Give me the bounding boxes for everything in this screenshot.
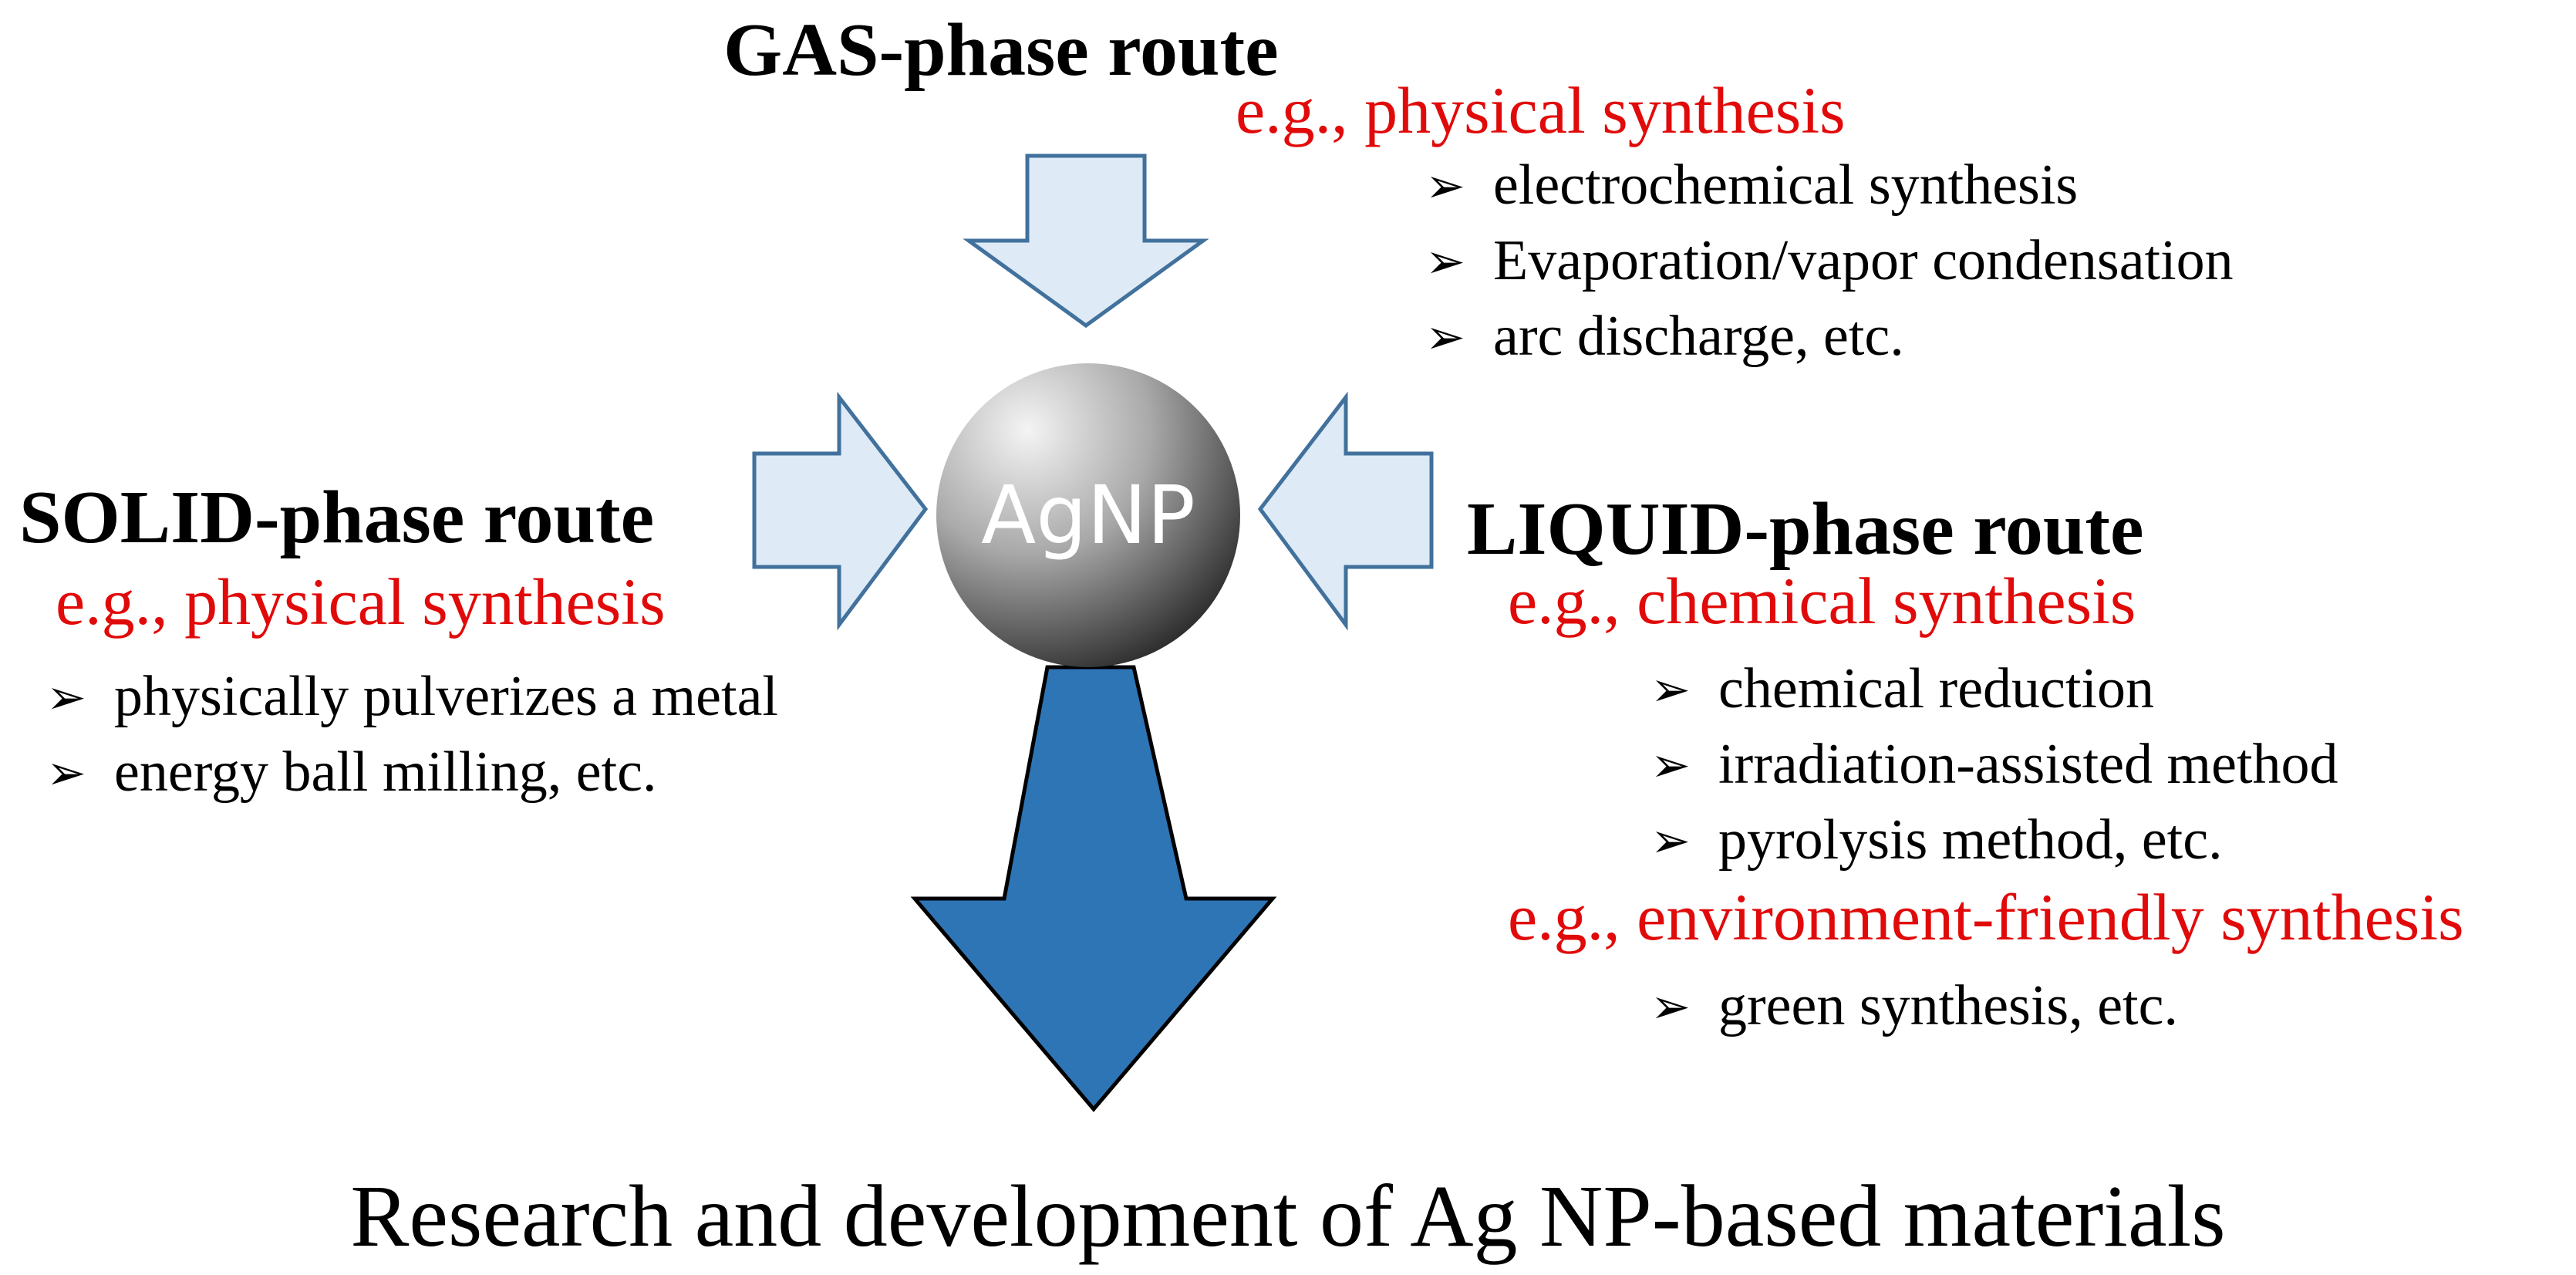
bullet-icon: ➢ [1650,661,1691,717]
bullet-icon: ➢ [46,669,86,725]
bottom-caption: Research and development of Ag NP-based … [350,1167,2225,1265]
bullet-icon: ➢ [1650,812,1691,869]
agnp-sphere [936,363,1240,667]
solid-input-arrow [752,391,929,631]
gas-input-arrow [963,153,1209,329]
gas-route-example: e.g., physical synthesis [1236,73,1846,147]
output-arrow [910,665,1277,1112]
gas-route-item: arc discharge, etc. [1493,305,1904,368]
liquid-route: LIQUID-phase route e.g., chemical synthe… [1467,487,2464,1037]
solid-route-example: e.g., physical synthesis [56,565,666,639]
bullet-icon: ➢ [1650,978,1691,1034]
liquid-input-arrow [1257,391,1434,631]
bullet-icon: ➢ [1425,233,1465,289]
bullet-icon: ➢ [1650,737,1691,793]
bullet-icon: ➢ [1425,157,1465,214]
liquid-route-item: irradiation-assisted method [1718,733,2338,796]
bullet-icon: ➢ [46,744,86,801]
liquid-route-example-chemical: e.g., chemical synthesis [1508,564,2136,638]
solid-route-item: physically pulverizes a metal [114,665,778,728]
gas-route-item: electrochemical synthesis [1493,153,2078,217]
solid-route-item: energy ball milling, etc. [114,740,657,804]
liquid-route-example-green: e.g., environment-friendly synthesis [1508,880,2464,954]
liquid-route-item: green synthesis, etc. [1718,974,2178,1037]
liquid-route-title: LIQUID-phase route [1467,487,2144,571]
gas-route: GAS-phase route e.g., physical synthesis… [723,8,2234,368]
center-label: AgNP [981,468,1195,562]
solid-route: SOLID-phase route e.g., physical synthes… [19,476,778,804]
liquid-route-item: pyrolysis method, etc. [1718,808,2223,872]
solid-route-title: SOLID-phase route [19,476,654,559]
liquid-route-item: chemical reduction [1718,657,2154,720]
gas-route-title: GAS-phase route [723,8,1279,92]
bullet-icon: ➢ [1425,309,1465,365]
gas-route-item: Evaporation/vapor condensation [1493,229,2234,292]
